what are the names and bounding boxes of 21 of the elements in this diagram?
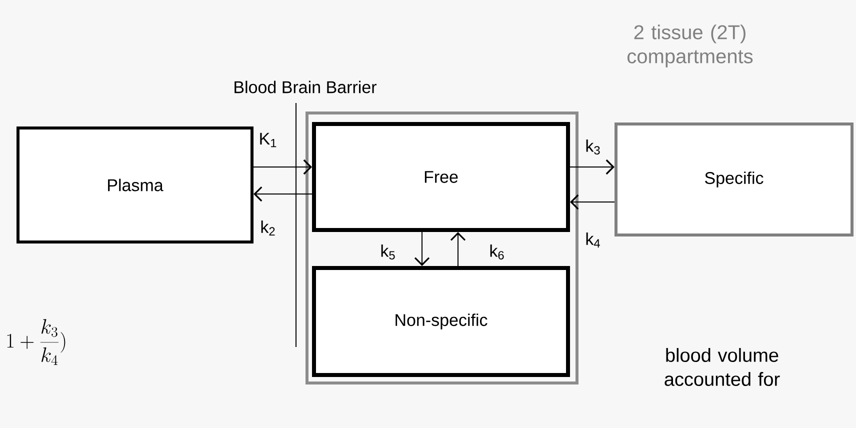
compartment-box: Free [312, 122, 570, 232]
arrow [253, 159, 312, 175]
rate-constant-label: k$_{2}$ [261, 220, 275, 236]
arrow [570, 159, 615, 175]
rate-constant-label: k$_{6}$ [490, 244, 504, 260]
arrow [414, 232, 430, 266]
group-heading: 2 tissue (2T) compartments [628, 24, 753, 68]
compartment-box: Specific [614, 122, 854, 236]
arrow [450, 232, 466, 266]
rate-constant-label: k$_{4}$ [586, 232, 600, 248]
group-box [306, 112, 578, 384]
arrow [570, 194, 615, 210]
rate-constant-label: K$_{1}$ [260, 132, 276, 148]
compartment-box: Plasma [16, 126, 254, 244]
rate-constant-label: k$_{3}$ [586, 140, 600, 154]
formula: $1+\frac{k_3}{k_4})$ [7, 319, 66, 365]
rate-constant-label: k$_{5}$ [381, 244, 395, 260]
compartment-box: Non-specific [312, 266, 570, 377]
arrow [254, 186, 312, 202]
barrier-label: Blood Brain Barrier [234, 80, 376, 94]
note: blood volume accounted for [664, 348, 780, 386]
